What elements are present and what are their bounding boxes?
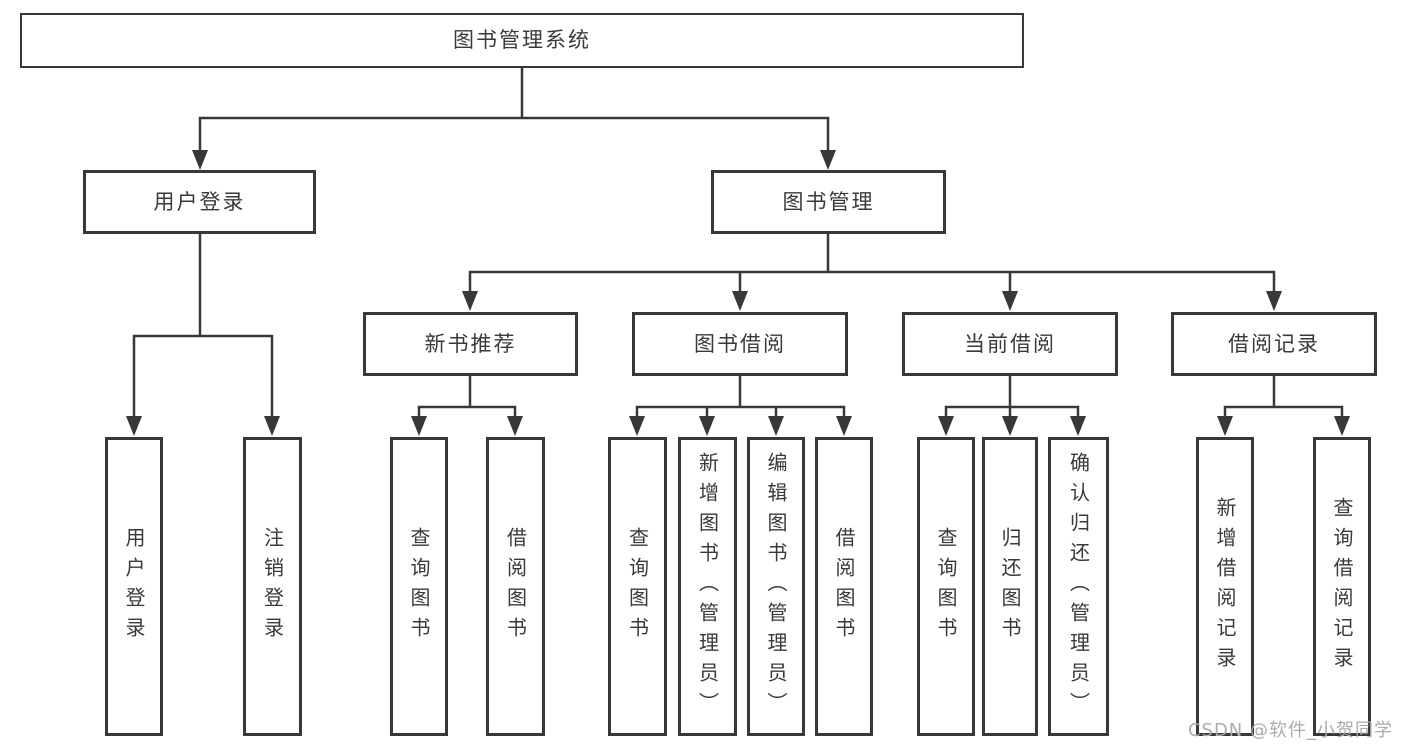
node-borrow-records: 借阅记录: [1171, 312, 1377, 376]
leaf-edit-book-admin: 编辑图书（管理员）: [747, 437, 805, 736]
leaf-borrow-books-recommend: 借阅图书: [486, 437, 545, 736]
node-book-borrow: 图书借阅: [632, 312, 848, 376]
arrow-icon: [462, 291, 478, 311]
arrow-icon: [1002, 416, 1018, 436]
node-label: 用户登录: [122, 526, 146, 647]
wire-borrow-record-branch: [1223, 376, 1344, 417]
node-book-management: 图书管理: [711, 170, 946, 234]
wire-root-to-level2: [198, 68, 830, 151]
node-label: 借阅图书: [832, 526, 856, 647]
node-label: 图书管理系统: [453, 28, 591, 52]
arrow-icon: [411, 416, 427, 436]
connector-lines: [132, 68, 1344, 417]
wire-book-borrow-branch: [635, 376, 846, 417]
node-label: 借阅记录: [1228, 331, 1320, 356]
arrow-icon: [1334, 416, 1350, 436]
arrow-icon: [768, 416, 784, 436]
wire-user-login-to-leaves: [132, 234, 274, 417]
arrow-icon: [629, 416, 645, 436]
node-new-book-recommend: 新书推荐: [363, 312, 578, 376]
node-label: 图书借阅: [694, 331, 786, 356]
arrow-icon: [264, 416, 280, 436]
node-label: 图书管理: [782, 189, 875, 214]
arrow-icon: [1266, 291, 1282, 311]
node-label: 查询图书: [407, 526, 431, 647]
arrow-icon: [507, 416, 523, 436]
leaf-query-books-borrow: 查询图书: [608, 437, 667, 736]
leaf-borrow-books: 借阅图书: [815, 437, 873, 736]
arrow-icon: [126, 416, 142, 436]
node-label: 查询借阅记录: [1330, 496, 1354, 677]
wire-new-book-branch: [417, 376, 517, 417]
arrow-icon: [836, 416, 852, 436]
node-user-login: 用户登录: [83, 170, 316, 234]
node-label: 查询图书: [934, 526, 958, 647]
node-label: 归还图书: [998, 526, 1022, 647]
arrow-icon: [699, 416, 715, 436]
wire-book-mgmt-to-level3: [468, 234, 1276, 292]
arrow-icon: [938, 416, 954, 436]
leaf-query-books-recommend: 查询图书: [390, 437, 448, 736]
node-label: 编辑图书（管理员）: [764, 451, 788, 722]
arrow-icon: [1217, 416, 1233, 436]
arrow-icon: [1070, 416, 1086, 436]
node-label: 借阅图书: [503, 526, 528, 647]
arrow-icon: [732, 291, 748, 311]
node-current-borrow: 当前借阅: [902, 312, 1118, 376]
wire-current-borrow-branch: [944, 376, 1080, 417]
node-label: 确认归还（管理员）: [1066, 451, 1091, 722]
leaf-query-borrow-record: 查询借阅记录: [1313, 437, 1371, 736]
node-label: 注销登录: [260, 526, 285, 647]
leaf-add-book-admin: 新增图书（管理员）: [678, 437, 737, 736]
csdn-watermark: CSDN @软件_小贺同学: [1187, 720, 1393, 741]
leaf-return-book: 归还图书: [982, 437, 1038, 736]
arrow-icon: [192, 150, 208, 170]
node-label: 查询图书: [625, 526, 650, 647]
node-library-system: 图书管理系统: [20, 13, 1024, 68]
leaf-user-login: 用户登录: [105, 437, 163, 736]
leaf-query-books-current: 查询图书: [917, 437, 975, 736]
node-label: 新增借阅记录: [1213, 496, 1237, 677]
leaf-confirm-return-admin: 确认归还（管理员）: [1048, 437, 1109, 736]
arrow-icon: [820, 150, 836, 170]
node-label: 新增图书（管理员）: [695, 451, 720, 722]
arrowheads: [126, 150, 1350, 436]
node-label: 当前借阅: [964, 331, 1056, 356]
node-label: 用户登录: [153, 189, 246, 214]
leaf-add-borrow-record: 新增借阅记录: [1196, 437, 1254, 736]
leaf-logout: 注销登录: [243, 437, 302, 736]
arrow-icon: [1002, 291, 1018, 311]
node-label: 新书推荐: [424, 331, 517, 356]
